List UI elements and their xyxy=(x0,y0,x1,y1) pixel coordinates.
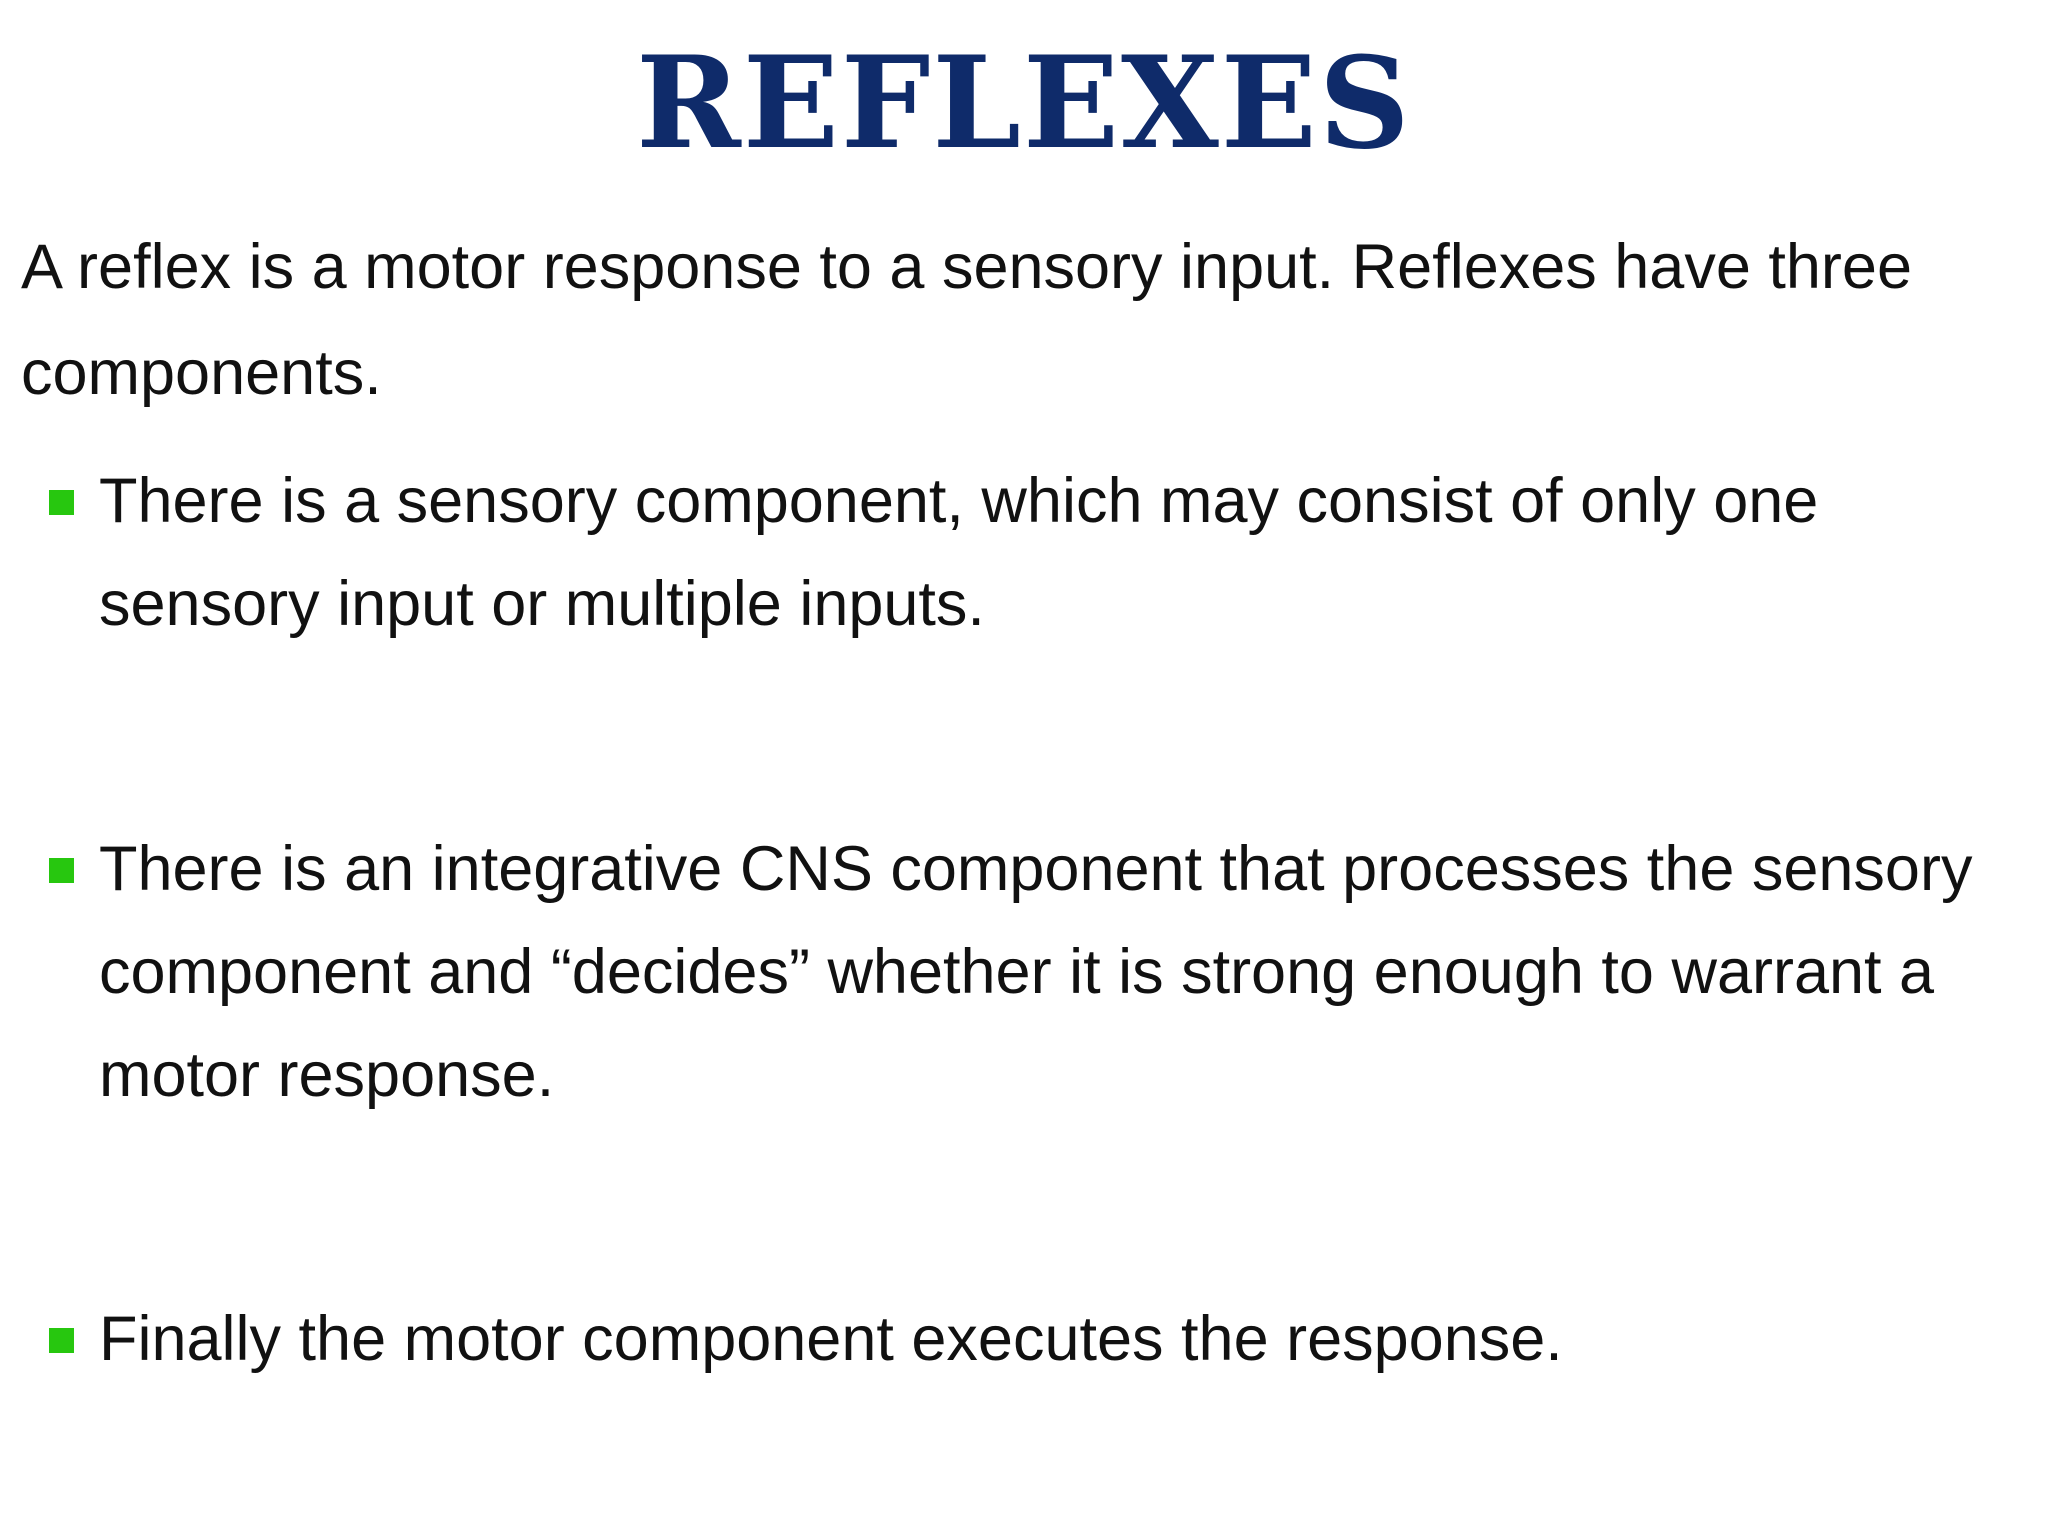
square-bullet-icon xyxy=(49,1328,74,1353)
bullet-text: There is an integrative CNS component th… xyxy=(99,834,1973,1110)
bullet-text: There is a sensory component, which may … xyxy=(99,466,1819,639)
bullet-text: Finally the motor component executes the… xyxy=(99,1304,1563,1374)
intro-paragraph: A reflex is a motor response to a sensor… xyxy=(21,232,1912,408)
slide-title: REFLEXES xyxy=(636,29,1412,177)
square-bullet-icon xyxy=(49,490,74,515)
square-bullet-icon xyxy=(49,858,74,883)
